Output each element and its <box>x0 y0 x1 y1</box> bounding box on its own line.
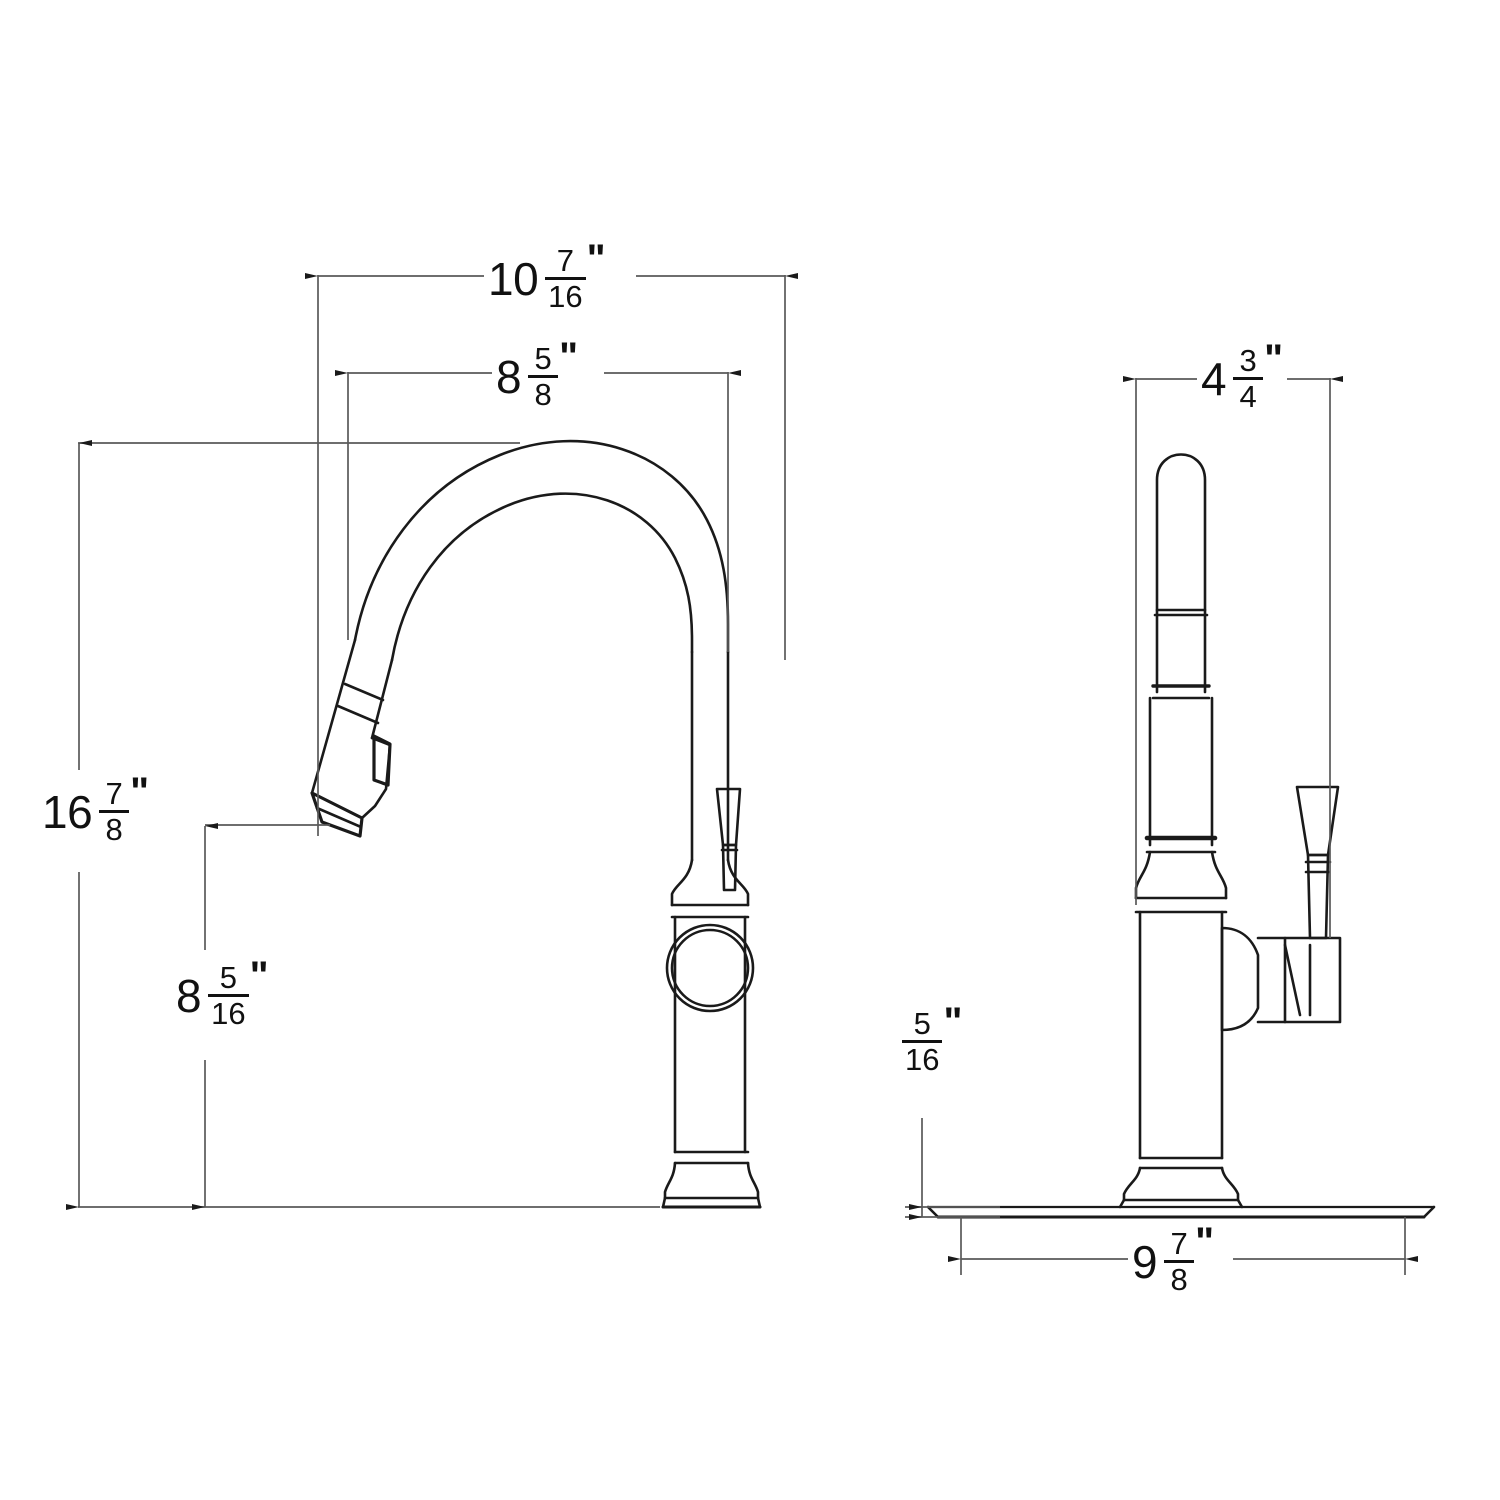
overall-reach-fraction: 7 16 <box>545 243 586 314</box>
dimension-label-deck-plate-width: 9 7 8 " <box>1128 1222 1219 1297</box>
side-body-shoulder-right <box>1210 850 1228 900</box>
overall-height-inch-mark: " <box>130 770 150 814</box>
spout-height-numerator: 5 <box>219 960 237 995</box>
dimension-label-side-depth: 4 3 4 " <box>1197 339 1288 414</box>
side-depth-numerator: 3 <box>1239 343 1257 378</box>
spray-head-right-lower-edge <box>360 736 392 820</box>
dimension-lines-side-view <box>905 376 1418 1275</box>
spray-nozzle-face <box>310 791 364 838</box>
side-depth-denominator: 4 <box>1239 379 1257 414</box>
deck-plate-width-whole: 9 <box>1132 1235 1158 1288</box>
dimension-label-overall-reach: 10 7 16 " <box>484 239 610 314</box>
side-spout-top-cap <box>1155 453 1207 612</box>
side-base-flare-left <box>1122 1166 1142 1202</box>
body-shoulder-left <box>670 858 694 907</box>
side-depth-fraction: 3 4 <box>1233 343 1264 414</box>
deck-plate-width-inch-mark: " <box>1195 1220 1215 1264</box>
overall-reach-whole: 10 <box>488 252 539 305</box>
side-handle-lever-head <box>1295 785 1340 857</box>
dimension-label-spout-reach: 8 5 8 " <box>492 337 583 412</box>
fraction-bar <box>545 277 586 280</box>
deck-plate-left-edge <box>926 1205 940 1219</box>
deck-plate-thickness-fraction: 5 16 <box>902 1006 943 1077</box>
spout-reach-whole: 8 <box>496 350 522 403</box>
side-handle-lever-stem <box>1306 853 1330 940</box>
fraction-bar <box>99 810 130 813</box>
base-plate-right-edge <box>756 1196 762 1209</box>
overall-height-fraction: 7 8 <box>99 776 130 847</box>
fraction-bar <box>528 375 559 378</box>
overall-height-numerator: 7 <box>105 776 123 811</box>
handle-hub-circle-outer <box>665 923 755 1013</box>
handle-joint-collar <box>1256 936 1287 1024</box>
deck-plate-width-denominator: 8 <box>1170 1262 1188 1297</box>
side-view-geometry <box>926 453 1436 1219</box>
base-flare-right <box>746 1161 760 1200</box>
spout-height-fraction: 5 16 <box>208 960 249 1031</box>
overall-height-denominator: 8 <box>105 812 123 847</box>
deck-plate-width-numerator: 7 <box>1170 1226 1188 1261</box>
handle-lever-stem-front <box>721 843 738 892</box>
deck-hub-right-edge <box>1236 1198 1244 1209</box>
spout-inner-profile <box>390 492 694 662</box>
handle-hub-circle-inner <box>670 928 750 1008</box>
deck-plate-thickness-denominator: 16 <box>905 1042 940 1077</box>
base-flare-left <box>663 1161 677 1200</box>
side-depth-inch-mark: " <box>1264 337 1284 381</box>
deck-plate-thickness-numerator: 5 <box>913 1006 931 1041</box>
spray-head-collar-upper <box>343 682 385 702</box>
deck-plate-thickness-inch-mark: " <box>943 1000 963 1044</box>
side-base-flare-right <box>1220 1166 1240 1202</box>
overall-reach-denominator: 16 <box>548 279 583 314</box>
spray-nozzle-seam <box>315 806 363 829</box>
side-body-shoulder-left <box>1134 850 1152 900</box>
overall-height-whole: 16 <box>42 785 93 838</box>
spout-reach-numerator: 5 <box>534 341 552 376</box>
spout-reach-fraction: 5 8 <box>528 341 559 412</box>
spray-head-collar-lower <box>336 704 380 725</box>
spout-outer-profile <box>353 439 730 654</box>
base-plate-left-edge <box>661 1196 667 1209</box>
fraction-bar <box>1164 1260 1195 1263</box>
side-depth-whole: 4 <box>1201 352 1227 405</box>
spout-height-inch-mark: " <box>249 954 269 998</box>
fraction-bar <box>208 994 249 997</box>
spout-reach-denominator: 8 <box>534 377 552 412</box>
spout-reach-inch-mark: " <box>559 335 579 379</box>
deck-plate-right-edge <box>1422 1205 1436 1219</box>
handle-joint-elbow <box>1220 926 1260 1032</box>
handle-mount-bevel <box>1283 943 1302 1017</box>
dimension-label-deck-plate-thickness: 5 16 " <box>898 1002 967 1077</box>
dimension-label-spout-height: 8 5 16 " <box>172 956 273 1031</box>
spout-height-whole: 8 <box>176 969 202 1022</box>
front-view-geometry <box>310 439 762 1209</box>
dimension-label-overall-height: 16 7 8 " <box>38 772 154 847</box>
dimension-lines-front-view <box>66 273 798 1210</box>
spray-mode-toggle-button <box>372 734 392 787</box>
spray-head-left-edge <box>310 638 357 795</box>
spout-height-denominator: 16 <box>211 996 246 1031</box>
body-shoulder-right <box>726 858 750 907</box>
overall-reach-numerator: 7 <box>556 243 575 278</box>
deck-hub-left-edge <box>1118 1198 1126 1209</box>
overall-reach-inch-mark: " <box>586 237 606 281</box>
fraction-bar <box>902 1040 943 1043</box>
deck-plate-width-fraction: 7 8 <box>1164 1226 1195 1297</box>
fraction-bar <box>1233 377 1264 380</box>
